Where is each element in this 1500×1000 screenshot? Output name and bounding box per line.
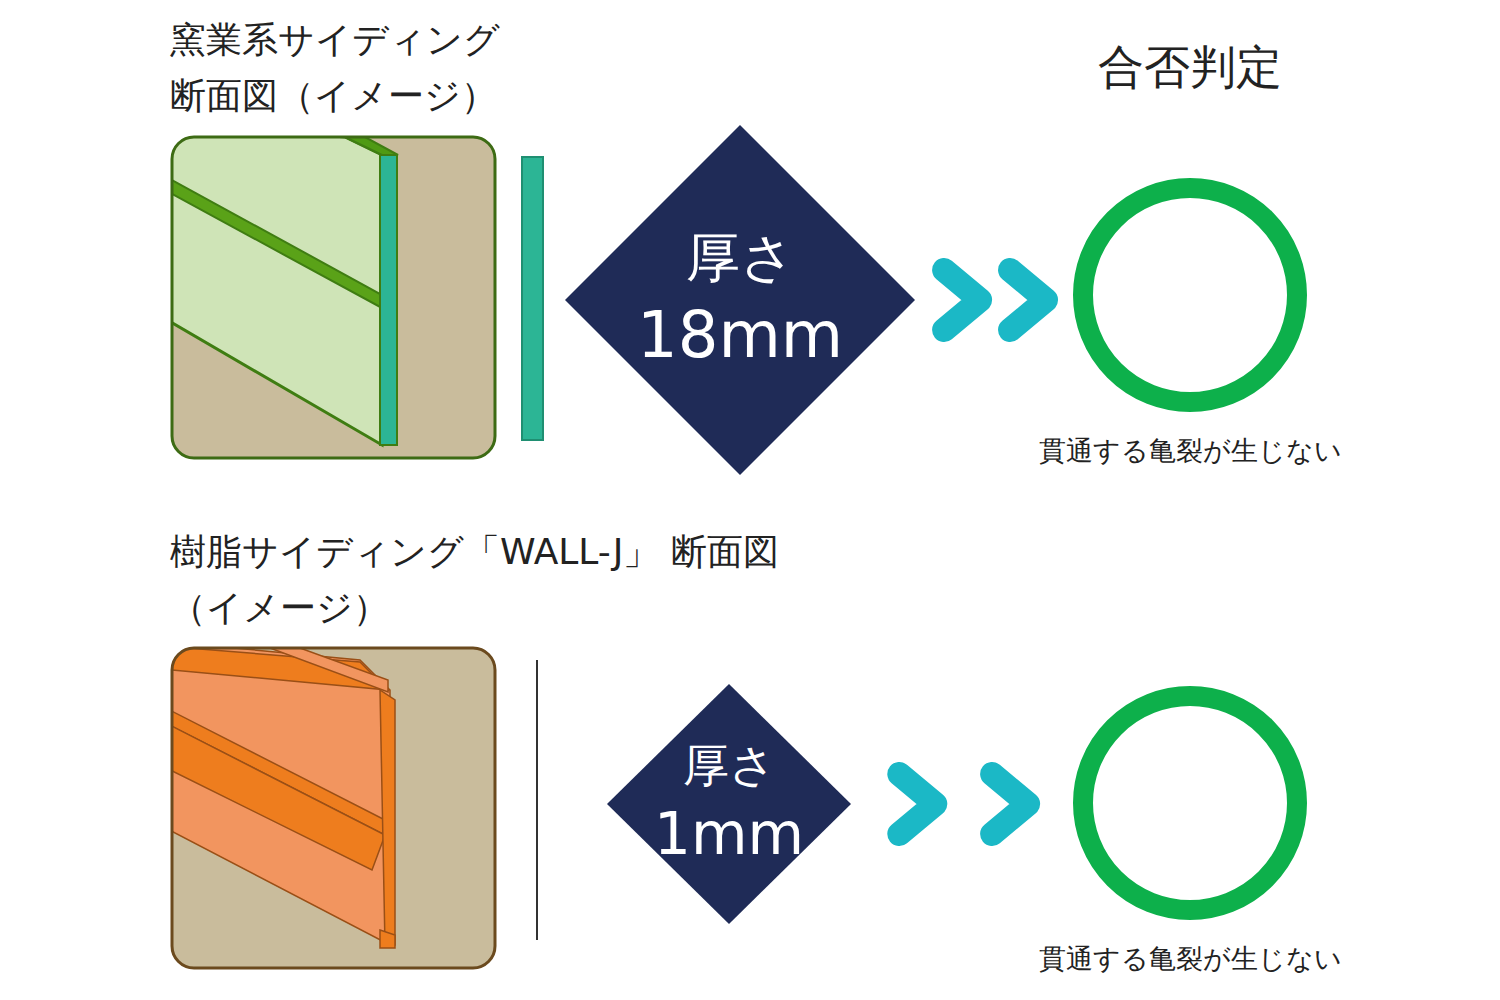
decision-diamond: 厚さ1mm — [607, 684, 851, 924]
chevron-arrow — [899, 774, 1028, 834]
chevron-arrow — [944, 270, 1046, 330]
resin-siding-section — [150, 640, 537, 968]
circle-shape — [1072, 685, 1308, 921]
result-circle: 貫通する亀裂が生じない — [1072, 685, 1308, 921]
figure-heading: 樹脂サイディング「WALL-J」 断面図（イメージ） — [170, 524, 810, 636]
decision-diamond: 厚さ18mm — [565, 125, 915, 475]
circle-shape — [1072, 177, 1308, 413]
figure-heading: 窯業系サイディング 断面図（イメージ） — [170, 12, 590, 124]
diamond-heading: 厚さ — [686, 222, 795, 293]
column-heading: 合否判定 — [1040, 32, 1340, 103]
thickness-value: 18mm — [637, 293, 843, 377]
ceramic-siding-section — [150, 120, 543, 458]
result-circle: 貫通する亀裂が生じない — [1072, 177, 1308, 413]
thickness-value: 1mm — [654, 796, 804, 873]
result-caption: 貫通する亀裂が生じない — [1039, 941, 1342, 977]
result-caption: 貫通する亀裂が生じない — [1039, 433, 1342, 469]
diamond-heading: 厚さ — [683, 735, 776, 796]
